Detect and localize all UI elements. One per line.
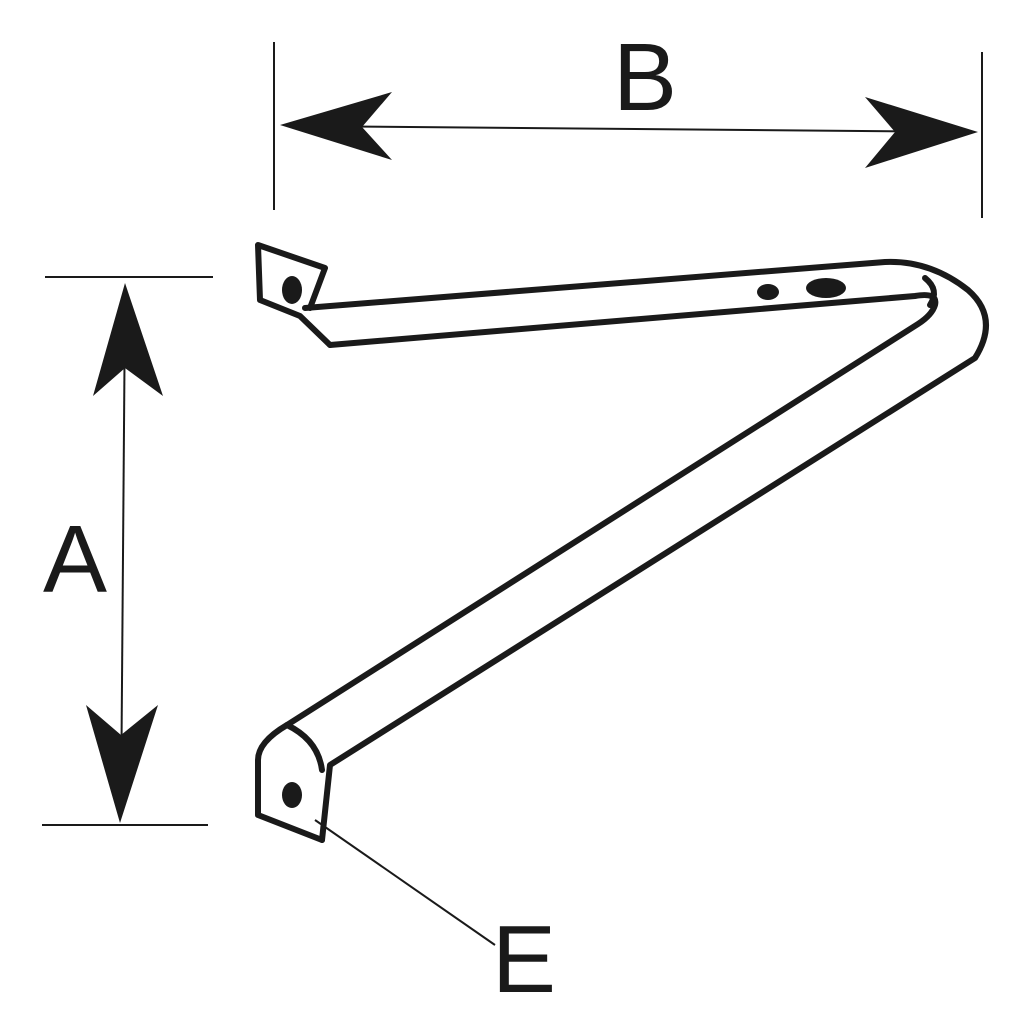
- callout-e: E: [314, 819, 556, 1013]
- label-b: B: [613, 24, 677, 131]
- top-mounting-tab: [255, 242, 333, 348]
- leader-line-e: [314, 819, 496, 946]
- dimension-b: B: [273, 24, 983, 218]
- bottom-tab-hole: [282, 782, 302, 808]
- bracket-inner-edge: [255, 292, 939, 843]
- dimension-line-a: [120, 299, 126, 811]
- arrowhead-up: [93, 283, 163, 396]
- arrowhead-down: [86, 705, 158, 823]
- bottom-mounting-tab: [284, 722, 325, 773]
- top-tab-hole: [282, 276, 302, 304]
- arm-slot: [806, 278, 846, 298]
- label-e: E: [492, 906, 556, 1013]
- bend-line: [922, 275, 937, 308]
- bracket-outer-edge: [302, 258, 989, 843]
- arm-hole-small: [757, 284, 779, 300]
- dimension-a: A: [42, 276, 213, 826]
- bracket: [255, 242, 989, 843]
- label-a: A: [43, 506, 107, 613]
- arrowhead-right: [865, 97, 978, 168]
- dimension-line-b: [289, 125, 971, 133]
- arrowhead-left: [280, 92, 392, 160]
